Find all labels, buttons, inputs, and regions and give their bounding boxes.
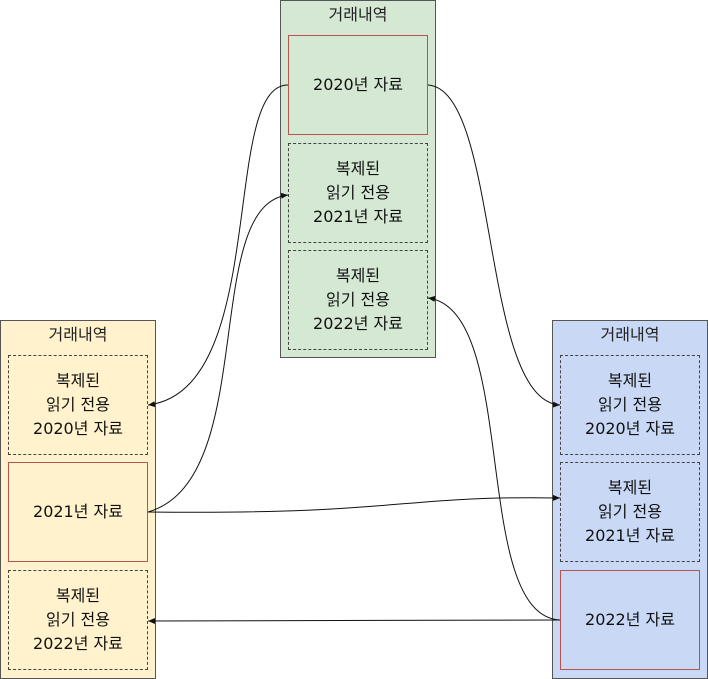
top-container-title: 거래내역 bbox=[328, 5, 388, 24]
right-replica-2020-box[interactable]: 복제된 읽기 전용 2020년 자료 bbox=[560, 355, 700, 455]
arrow-top2020-to-left2020 bbox=[147, 84, 289, 408]
arrow-right2022-to-top2022 bbox=[427, 295, 561, 621]
arrow-left2021-to-top2021 bbox=[147, 192, 289, 513]
left-primary-2021-box[interactable]: 2021년 자료 bbox=[8, 462, 148, 562]
arrow-right2022-to-left2022 bbox=[147, 617, 561, 624]
top-replica-2021-box[interactable]: 복제된 읽기 전용 2021년 자료 bbox=[288, 143, 428, 243]
arrow-left2021-to-right2021 bbox=[147, 494, 561, 513]
left-replica-2022-box[interactable]: 복제된 읽기 전용 2022년 자료 bbox=[8, 570, 148, 670]
right-replica-2021-box[interactable]: 복제된 읽기 전용 2021년 자료 bbox=[560, 462, 700, 562]
top-primary-2020-box[interactable]: 2020년 자료 bbox=[288, 35, 428, 135]
right-container-title: 거래내역 bbox=[600, 325, 660, 344]
right-primary-2022-box[interactable]: 2022년 자료 bbox=[560, 570, 700, 670]
arrow-top2020-to-right2020 bbox=[427, 84, 561, 408]
left-container-title: 거래내역 bbox=[48, 325, 108, 344]
top-replica-2022-box[interactable]: 복제된 읽기 전용 2022년 자료 bbox=[288, 250, 428, 350]
left-replica-2020-box[interactable]: 복제된 읽기 전용 2020년 자료 bbox=[8, 355, 148, 455]
